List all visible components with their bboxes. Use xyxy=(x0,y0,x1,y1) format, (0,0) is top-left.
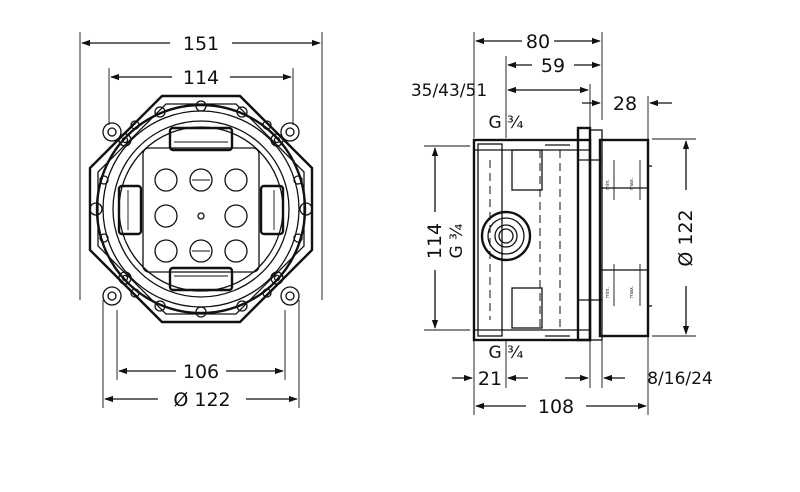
min-label-top: min. xyxy=(605,179,611,190)
dim-35-43-51-label: 35/43/51 xyxy=(411,81,487,101)
dimension-diameter-122-left: Ø 122 xyxy=(104,389,298,411)
port-grid xyxy=(154,168,248,263)
dim-114-label: 114 xyxy=(183,67,219,89)
dimension-35-43-51: 35/43/51 xyxy=(411,81,589,101)
dimension-21: 21 xyxy=(452,368,528,390)
thread-top-label: G ¾ xyxy=(488,113,523,133)
dim-106-label: 106 xyxy=(183,361,219,383)
dim-151-label: 151 xyxy=(183,33,219,55)
dim-28-label: 28 xyxy=(613,93,637,115)
dimension-59: 59 xyxy=(507,55,601,77)
min-label-bottom: min. xyxy=(605,287,611,298)
dim-diameter-122-right-label: Ø 122 xyxy=(675,209,697,266)
side-view: 80 59 35/43/51 28 G ¾ xyxy=(411,31,713,418)
dimension-114-vertical: 114 xyxy=(424,147,446,329)
dim-8-16-24-label: 8/16/24 xyxy=(647,369,713,389)
dimension-151: 151 xyxy=(81,33,321,55)
thread-side-label: G ¾ xyxy=(447,223,467,258)
dimension-8-16-24: 8/16/24 xyxy=(565,369,713,389)
dim-59-label: 59 xyxy=(541,55,565,77)
dimension-108: 108 xyxy=(475,396,647,418)
max-label-top: max. xyxy=(629,177,635,190)
mounting-lugs xyxy=(89,122,313,306)
dimension-28: 28 xyxy=(582,93,672,115)
dim-21-label: 21 xyxy=(478,368,502,390)
dim-80-label: 80 xyxy=(526,31,550,53)
front-view: 151 114 xyxy=(79,32,323,411)
dim-114-vertical-label: 114 xyxy=(424,223,446,259)
dim-diameter-122-label: Ø 122 xyxy=(173,389,230,411)
thread-bottom-label: G ¾ xyxy=(488,343,523,363)
ring-screws xyxy=(99,100,303,318)
dimension-diameter-122-right: Ø 122 xyxy=(675,140,697,335)
dimension-114-top: 114 xyxy=(110,67,292,89)
max-label-bottom: max. xyxy=(629,285,635,298)
dimension-80: 80 xyxy=(475,31,601,53)
dimension-106: 106 xyxy=(118,361,284,383)
dim-108-label: 108 xyxy=(538,396,574,418)
